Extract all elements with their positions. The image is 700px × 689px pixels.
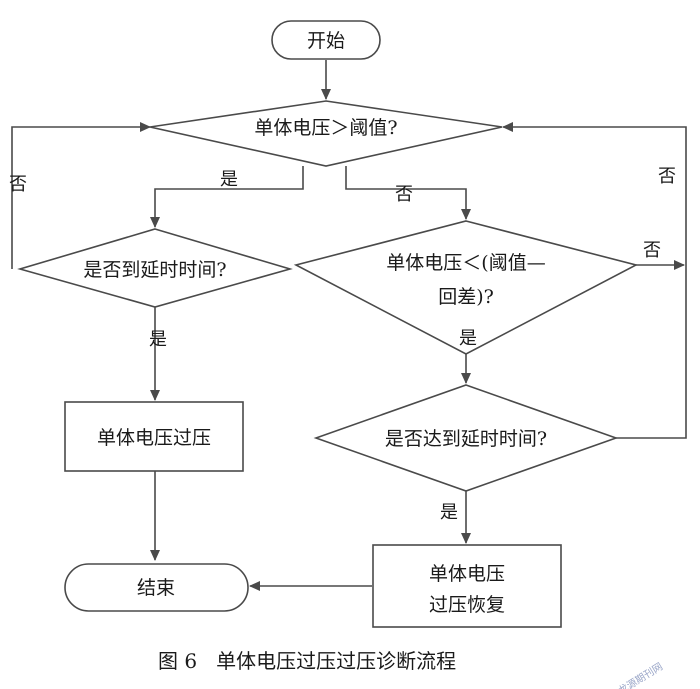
edge-label-delay-right-yes: 是 [440,502,458,523]
decision-delay-left-label: 是否到延时时间? [83,259,226,281]
decision-voltage-below-recovery [293,220,639,355]
edge-cond1-no-to-cond2 [345,166,471,220]
edge-label-delay-left-no: 否 [9,174,27,195]
decision-voltage-below-recovery-label-line2: 回差)? [438,286,494,308]
process-overvoltage-recover-label-line1: 单体电压 [429,563,505,585]
decision-delay-right-label: 是否达到延时时间? [385,428,547,450]
decision-delay-right [313,384,619,492]
watermark-text: 龙源期刊网 [616,660,665,689]
decision-voltage-over-threshold-label: 单体电压＞阈值? [254,117,397,139]
end-node [64,563,249,612]
edge-label-delay-left-yes: 是 [149,329,167,350]
edge-label-delay-right-no: 否 [658,166,676,187]
edge-label-cond2-yes: 是 [459,328,477,349]
start-node [271,20,381,60]
start-label: 开始 [307,30,345,52]
edge-cond1-yes-to-delay-left [150,166,304,228]
decision-voltage-below-recovery-label-line1: 单体电压＜(阈值— [386,252,545,274]
edge-delay-right-no-loop [502,122,687,439]
edge-delay-left-no-loop [11,122,151,269]
decision-voltage-over-threshold [149,100,503,167]
end-label: 结束 [137,577,175,599]
decision-delay-left [17,228,293,308]
edge-label-cond2-no: 否 [643,240,661,261]
process-overvoltage-recover [372,544,562,628]
process-overvoltage [64,401,244,472]
process-overvoltage-label: 单体电压过压 [97,427,211,449]
figure-caption: 图 6 单体电压过压过压诊断流程 [158,649,456,673]
edge-label-cond1-no: 否 [395,184,413,205]
edge-label-cond1-yes: 是 [220,169,238,190]
process-overvoltage-recover-label-line2: 过压恢复 [429,594,505,616]
